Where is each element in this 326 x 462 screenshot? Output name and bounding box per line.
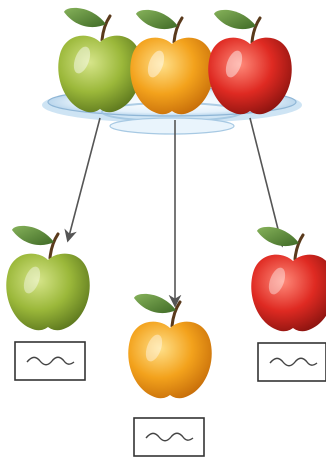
arrow-to-red <box>249 117 286 248</box>
squiggle-icon <box>145 432 194 442</box>
arrow-to-green <box>64 117 101 243</box>
label-box-orange <box>133 417 205 457</box>
output-orange-apple-icon <box>128 293 212 399</box>
output-green-apple-icon <box>6 225 90 331</box>
red-apple-icon <box>208 9 292 115</box>
arrows <box>64 117 286 308</box>
label-box-red <box>257 342 326 382</box>
orange-apple-icon <box>130 9 214 115</box>
squiggle-icon <box>26 356 75 366</box>
green-apple-icon <box>58 7 142 113</box>
squiggle-icon <box>269 357 318 367</box>
label-box-green <box>14 341 86 381</box>
output-red-apple-icon <box>251 226 326 332</box>
